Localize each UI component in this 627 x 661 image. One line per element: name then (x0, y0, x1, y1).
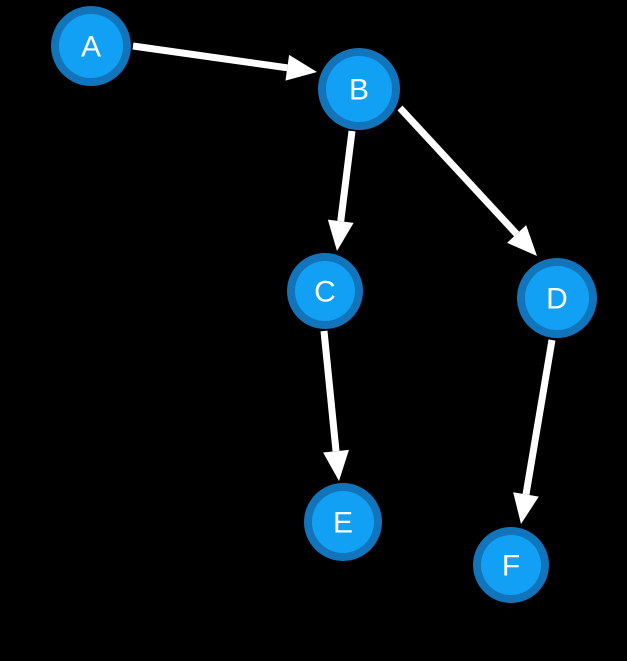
node-b[interactable]: B (318, 48, 400, 130)
node-fill (525, 266, 589, 330)
node-e[interactable]: E (304, 483, 382, 561)
arrowhead-icon (323, 449, 349, 481)
arrowhead-icon (327, 219, 354, 251)
node-d[interactable]: D (517, 258, 597, 338)
node-a[interactable]: A (51, 6, 131, 86)
arrowhead-icon (285, 54, 317, 81)
edge-a-to-b (132, 42, 317, 81)
node-c[interactable]: C (287, 253, 363, 329)
node-fill (326, 56, 392, 122)
edge-layer (132, 42, 556, 524)
edge-shaft (132, 42, 288, 72)
node-fill (59, 14, 123, 78)
edge-shaft (397, 105, 520, 237)
node-fill (295, 261, 355, 321)
node-fill (312, 491, 374, 553)
arrowhead-icon (513, 492, 539, 524)
edge-shaft (320, 330, 340, 452)
arrowhead-icon (507, 225, 537, 256)
node-f[interactable]: F (473, 527, 549, 603)
edge-b-to-d (397, 105, 537, 256)
edge-b-to-c (327, 130, 356, 251)
edge-shaft (337, 130, 356, 222)
edge-d-to-f (513, 339, 556, 524)
node-layer: A B C D E F (51, 6, 597, 603)
edge-c-to-e (320, 330, 349, 481)
edge-shaft (522, 339, 556, 495)
node-fill (481, 535, 541, 595)
